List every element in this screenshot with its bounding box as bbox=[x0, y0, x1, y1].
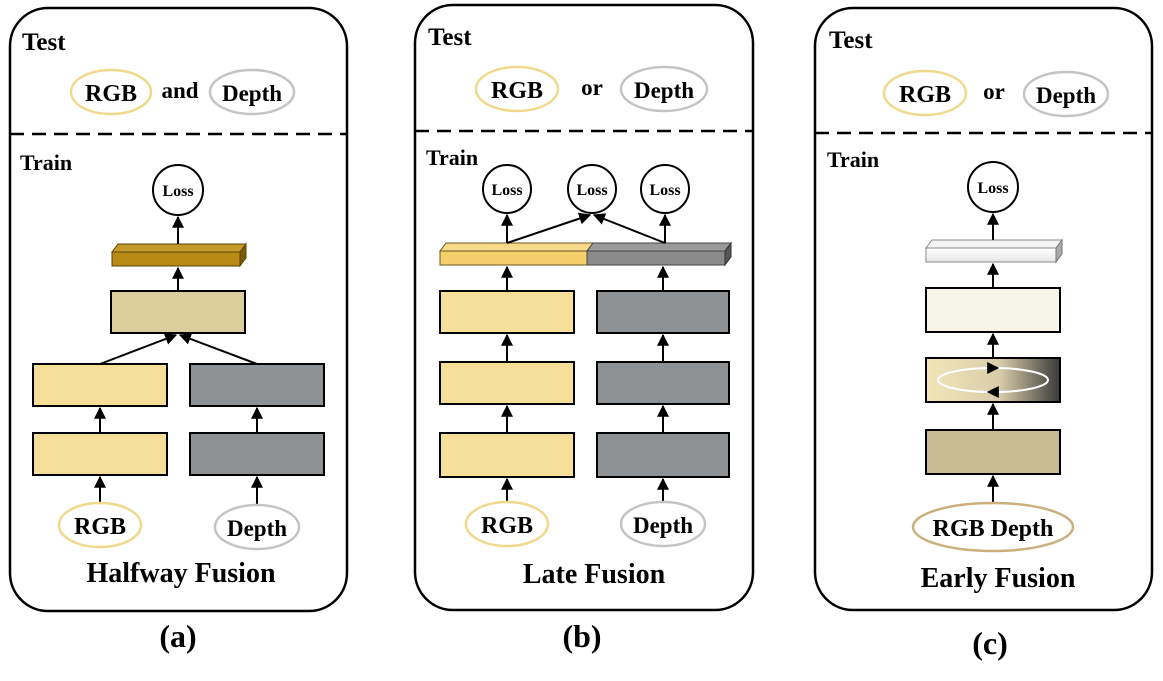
fused-feature-bar bbox=[111, 242, 247, 268]
test-depth-ellipse bbox=[208, 68, 296, 116]
depth-block-3 bbox=[596, 290, 730, 334]
panel-halfway: Test RGB and Depth Train Loss RGB Depth bbox=[8, 6, 349, 654]
train-title: Train bbox=[426, 145, 478, 170]
test-title: Test bbox=[428, 24, 472, 51]
input-rgb-label: RGB bbox=[74, 514, 126, 540]
input-depth-label: Depth bbox=[633, 513, 693, 538]
test-rgb-ellipse bbox=[69, 68, 153, 116]
test-rgb-label: RGB bbox=[85, 81, 137, 107]
panel-label: (c) bbox=[972, 625, 1008, 661]
loss-label: Loss bbox=[576, 182, 607, 199]
loss-node-depth bbox=[640, 164, 690, 214]
panel-caption: Early Fusion bbox=[921, 563, 1076, 594]
test-connector: and bbox=[161, 78, 198, 103]
test-depth-ellipse bbox=[619, 65, 709, 113]
test-rgb-label: RGB bbox=[899, 82, 951, 108]
arrow bbox=[178, 333, 258, 365]
fusion-block bbox=[110, 290, 246, 334]
loss-label: Loss bbox=[649, 182, 680, 199]
test-depth-label: Depth bbox=[222, 81, 282, 106]
loss-node-rgb bbox=[482, 164, 532, 214]
panel-caption: Late Fusion bbox=[523, 559, 666, 590]
test-connector: or bbox=[983, 79, 1005, 104]
panel-label: (b) bbox=[562, 618, 601, 654]
test-depth-ellipse bbox=[1022, 70, 1110, 118]
test-title: Test bbox=[22, 29, 66, 56]
rgb-block-1 bbox=[439, 432, 575, 478]
rgb-block-1 bbox=[32, 432, 168, 476]
block-3 bbox=[925, 287, 1061, 333]
rgb-block-3 bbox=[439, 290, 575, 334]
panel-late: Test RGB or Depth Train Loss Loss Loss bbox=[413, 3, 755, 654]
depth-block-1 bbox=[596, 432, 730, 478]
rgb-block-2 bbox=[32, 363, 168, 407]
input-rgb-label: RGB bbox=[481, 513, 533, 539]
loss-label: Loss bbox=[977, 180, 1008, 197]
input-depth-ellipse bbox=[213, 503, 301, 551]
loss-node bbox=[967, 161, 1019, 213]
arrow bbox=[506, 212, 592, 244]
test-depth-label: Depth bbox=[1036, 83, 1096, 108]
depth-block-2 bbox=[596, 361, 730, 405]
input-depth-label: Depth bbox=[227, 516, 287, 541]
test-connector: or bbox=[581, 75, 603, 100]
input-rgb-ellipse bbox=[464, 500, 550, 548]
input-rgbd-ellipse bbox=[911, 501, 1075, 553]
loss-node bbox=[152, 164, 204, 216]
panel-caption: Halfway Fusion bbox=[86, 558, 275, 589]
block-2-mixed bbox=[925, 357, 1061, 403]
panel-early: Test RGB or Depth Train Loss RGB Depth E… bbox=[813, 6, 1154, 661]
input-rgb-ellipse bbox=[57, 501, 143, 549]
input-depth-ellipse bbox=[619, 500, 707, 548]
test-title: Test bbox=[829, 27, 873, 54]
test-rgb-ellipse bbox=[474, 65, 560, 113]
rotation-icon bbox=[937, 362, 1049, 398]
concat-feature-bar bbox=[439, 241, 732, 267]
train-title: Train bbox=[20, 150, 72, 175]
test-rgb-ellipse bbox=[882, 69, 968, 117]
block-1 bbox=[925, 429, 1061, 475]
test-rgb-label: RGB bbox=[491, 78, 543, 104]
test-depth-label: Depth bbox=[634, 78, 694, 103]
depth-block-2 bbox=[189, 363, 325, 407]
loss-label: Loss bbox=[491, 182, 522, 199]
panel-label: (a) bbox=[159, 618, 196, 654]
train-title: Train bbox=[827, 147, 879, 172]
output-feature-bar bbox=[925, 238, 1063, 264]
loss-node-fused bbox=[567, 164, 617, 214]
input-rgbd-label: RGB Depth bbox=[933, 516, 1054, 542]
rgb-block-2 bbox=[439, 361, 575, 405]
arrow bbox=[592, 213, 666, 244]
arrow bbox=[99, 333, 178, 365]
depth-block-1 bbox=[189, 432, 325, 476]
loss-label: Loss bbox=[162, 183, 193, 200]
